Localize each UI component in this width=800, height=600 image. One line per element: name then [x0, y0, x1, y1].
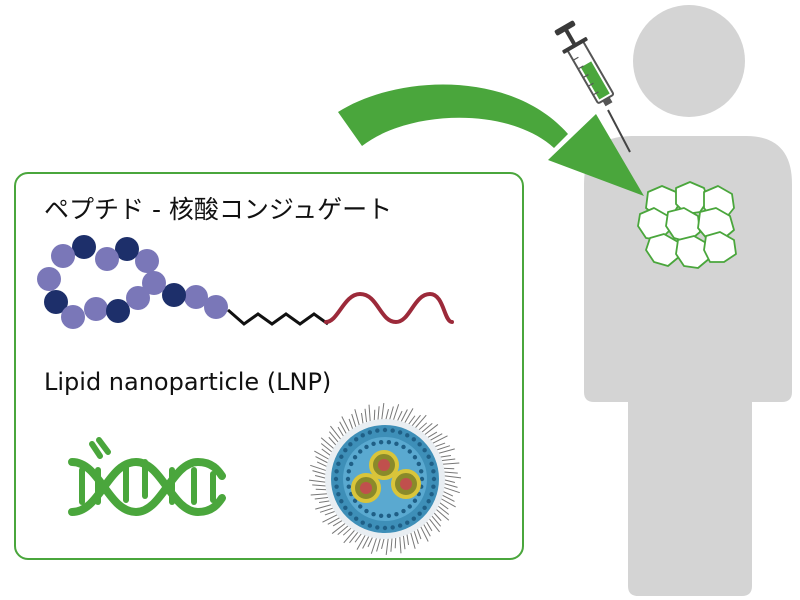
injection-arrow: [338, 84, 644, 196]
linker-chain: [227, 308, 329, 326]
cell-cluster-icon: [637, 181, 737, 269]
peptide-beads: [37, 235, 228, 329]
lnp-label: Lipid nanoparticle (LNP): [44, 368, 332, 396]
content-panel: [14, 172, 524, 560]
peptide-conjugate-label: ペプチド - 核酸コンジュゲート: [44, 195, 393, 224]
dna-helix-icon: [68, 437, 226, 517]
peptide-chain: [37, 235, 454, 329]
rna-strand: [324, 291, 454, 325]
lipid-nanoparticle-icon: [308, 402, 462, 556]
syringe-icon: [554, 20, 631, 153]
human-body: [584, 136, 792, 596]
human-head: [633, 5, 745, 117]
human-silhouette: [584, 5, 792, 596]
